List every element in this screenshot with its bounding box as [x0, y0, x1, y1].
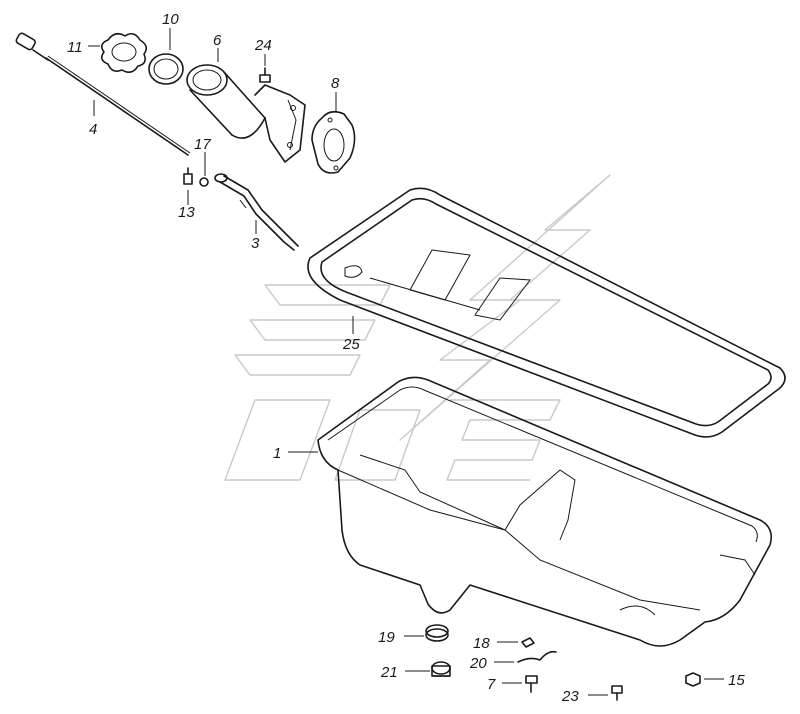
- filler-cap: [100, 32, 148, 74]
- sealing-ring: [148, 53, 184, 85]
- flange-gasket: [311, 110, 356, 174]
- callout-4: 4: [89, 121, 97, 138]
- bolt-23: [611, 685, 623, 701]
- plug-21: [431, 661, 451, 677]
- callout-21: 21: [380, 664, 398, 681]
- tube-bracket: [214, 173, 299, 251]
- callout-24: 24: [254, 37, 272, 54]
- callout-17: 17: [194, 136, 211, 153]
- callout-labels: 11 10 6 24 8 4 17 13 3 25 1 19 18 20 21 …: [67, 11, 745, 705]
- bolt-13: [183, 167, 193, 185]
- plate-18: [521, 637, 535, 648]
- leader-lines: [88, 28, 724, 696]
- callout-7: 7: [487, 676, 496, 693]
- bolt-7: [525, 675, 538, 693]
- callout-11: 11: [67, 39, 83, 56]
- callout-6: 6: [213, 32, 222, 49]
- seal-19: [425, 624, 449, 642]
- callout-25: 25: [342, 336, 360, 353]
- callout-8: 8: [331, 75, 340, 92]
- callout-18: 18: [473, 635, 490, 652]
- wire-20: [517, 650, 557, 663]
- washer-17: [199, 177, 209, 187]
- bolt-24: [259, 67, 271, 83]
- callout-20: 20: [469, 655, 487, 672]
- callout-13: 13: [178, 204, 195, 221]
- callout-3: 3: [251, 235, 260, 252]
- oil-pan-gasket: [307, 187, 786, 438]
- nut-15: [685, 672, 701, 687]
- watermark-logo: [224, 174, 611, 481]
- callout-15: 15: [728, 672, 745, 689]
- dipstick: [15, 32, 191, 156]
- callout-10: 10: [162, 11, 179, 28]
- callout-23: 23: [561, 688, 579, 705]
- oil-pan: [317, 376, 773, 647]
- callout-19: 19: [378, 629, 395, 646]
- oil-filler-pipe: [186, 64, 306, 163]
- callout-1: 1: [273, 445, 281, 462]
